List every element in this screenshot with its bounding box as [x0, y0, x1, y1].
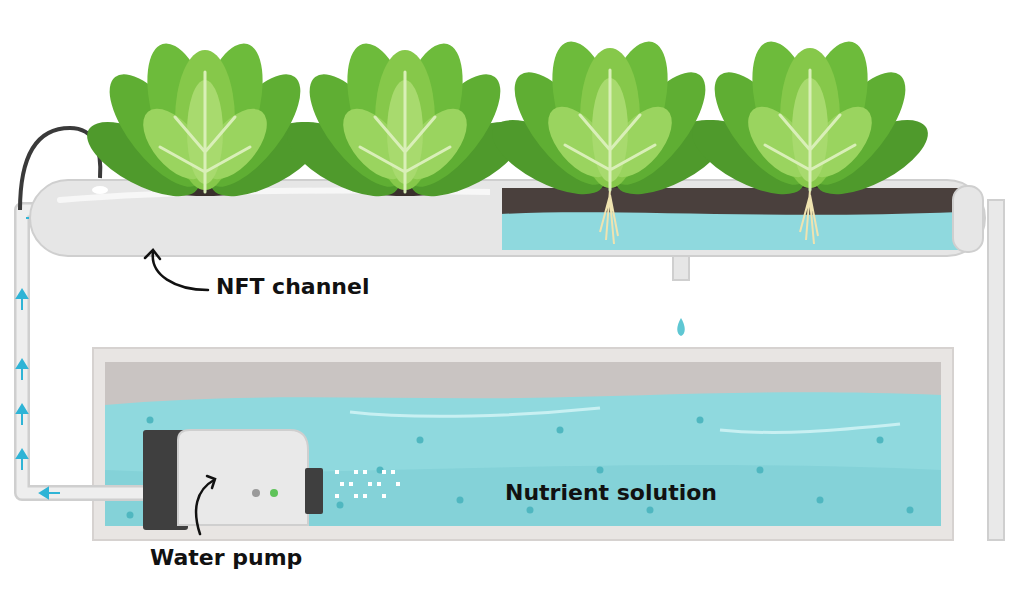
- reservoir: [93, 348, 953, 540]
- part-label: Water pump: [150, 545, 302, 571]
- bubble: [597, 467, 604, 474]
- bubble: [363, 470, 367, 474]
- bubble: [147, 417, 154, 424]
- bubble: [391, 470, 395, 474]
- lettuce: [481, 34, 739, 210]
- bubble: [647, 507, 654, 514]
- part-label: NFT channel: [216, 274, 369, 300]
- bubble: [337, 502, 344, 509]
- bubble: [907, 507, 914, 514]
- bubble: [349, 482, 353, 486]
- part-label: Nutrient solution: [505, 480, 717, 506]
- lettuce: [76, 36, 334, 212]
- bubble: [335, 470, 339, 474]
- bubble: [335, 494, 339, 498]
- bubble: [382, 470, 386, 474]
- bubble: [417, 437, 424, 444]
- bubble: [368, 482, 372, 486]
- bubble: [127, 512, 134, 519]
- bubble: [457, 497, 464, 504]
- support-pipe: [988, 200, 1004, 540]
- bubble: [697, 417, 704, 424]
- bubble: [377, 482, 381, 486]
- lettuce: [276, 36, 534, 212]
- bubble: [354, 470, 358, 474]
- bubble: [527, 507, 534, 514]
- roots: [600, 190, 818, 244]
- lettuce: [681, 34, 939, 210]
- bubble: [382, 494, 386, 498]
- bubble: [340, 482, 344, 486]
- bubble: [757, 467, 764, 474]
- water-pump: [143, 430, 323, 530]
- bubble: [363, 494, 367, 498]
- leader-lines: [145, 250, 215, 534]
- bubble: [396, 482, 400, 486]
- bubble: [877, 437, 884, 444]
- bubble: [354, 494, 358, 498]
- bubble: [817, 497, 824, 504]
- flow-arrows: [17, 213, 60, 498]
- bubble: [557, 427, 564, 434]
